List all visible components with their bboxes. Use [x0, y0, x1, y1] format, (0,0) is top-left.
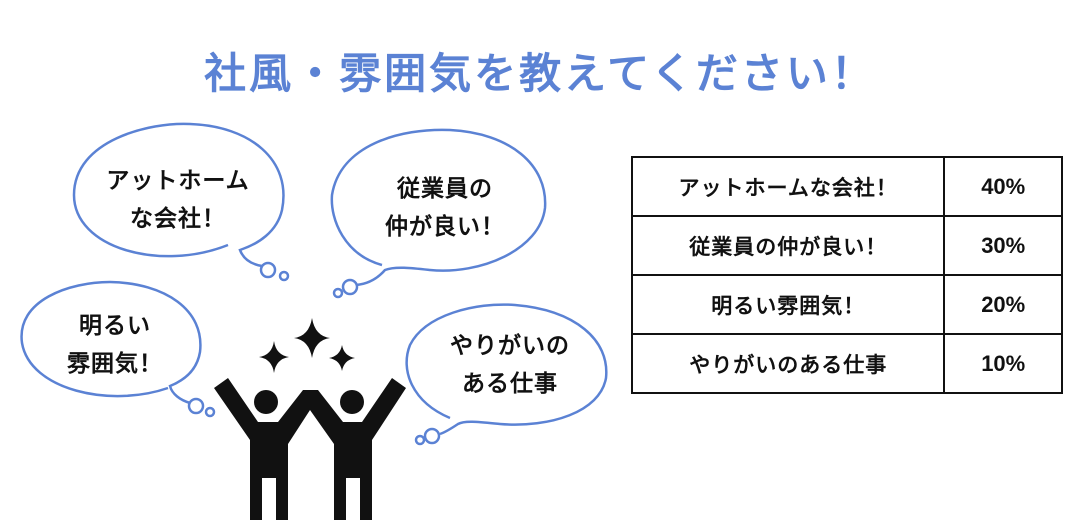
bubble-trail-icon [414, 434, 426, 446]
table-row: アットホームな会社！ 40% [630, 156, 1063, 217]
bubble-trail-icon [278, 270, 290, 282]
row-label: アットホームな会社！ [630, 156, 946, 217]
bubble-4-text: やりがいの ある仕事 [430, 327, 590, 403]
bubble-trail-icon [332, 287, 344, 299]
table-row: 明るい雰囲気！ 20% [630, 274, 1063, 335]
table-row: やりがいのある仕事 10% [630, 333, 1063, 394]
bubble-trail-icon [187, 397, 205, 415]
table-row: 従業員の仲が良い！ 30% [630, 215, 1063, 276]
row-value: 40% [943, 156, 1063, 217]
sparkle-icon [294, 318, 330, 358]
speech-bubble-icon [20, 280, 202, 405]
speech-bubble-icon [405, 303, 608, 436]
bubble-4-line-1: やりがいの [450, 333, 570, 359]
bubble-trail-icon [259, 261, 277, 279]
row-label: やりがいのある仕事 [630, 333, 946, 394]
bubble-3-line-2: 雰囲気！ [67, 351, 163, 377]
sparkle-icon [259, 341, 289, 373]
bubble-2-text: 従業員の 仲が良い！ [360, 170, 530, 246]
bubble-4-line-2: ある仕事 [462, 371, 558, 397]
bubble-3-line-1: 明るい [79, 313, 151, 339]
bubble-1-line-1: アットホーム [106, 168, 250, 194]
row-value: 10% [943, 333, 1063, 394]
bubble-3-text: 明るい 雰囲気！ [40, 307, 190, 383]
speech-bubble-icon [330, 128, 547, 287]
bubble-2-line-2: 仲が良い！ [385, 214, 505, 240]
page-title: 社風・雰囲気を教えてください！ [204, 49, 876, 98]
people-cheering-icon [214, 378, 406, 520]
speech-bubble-icon [72, 122, 285, 268]
bubble-trail-icon [341, 278, 359, 296]
bubble-trail-icon [204, 406, 216, 418]
bubble-trail-icon [423, 427, 441, 445]
row-label: 明るい雰囲気！ [630, 274, 946, 335]
sparkle-icon [329, 345, 355, 371]
survey-table: アットホームな会社！ 40% 従業員の仲が良い！ 30% 明るい雰囲気！ 20%… [630, 156, 1063, 394]
bubble-2-line-1: 従業員の [397, 176, 493, 202]
bubble-1-text: アットホーム な会社！ [88, 162, 268, 238]
row-value: 30% [943, 215, 1063, 276]
bubble-1-line-2: な会社！ [130, 206, 226, 232]
row-value: 20% [943, 274, 1063, 335]
row-label: 従業員の仲が良い！ [630, 215, 946, 276]
